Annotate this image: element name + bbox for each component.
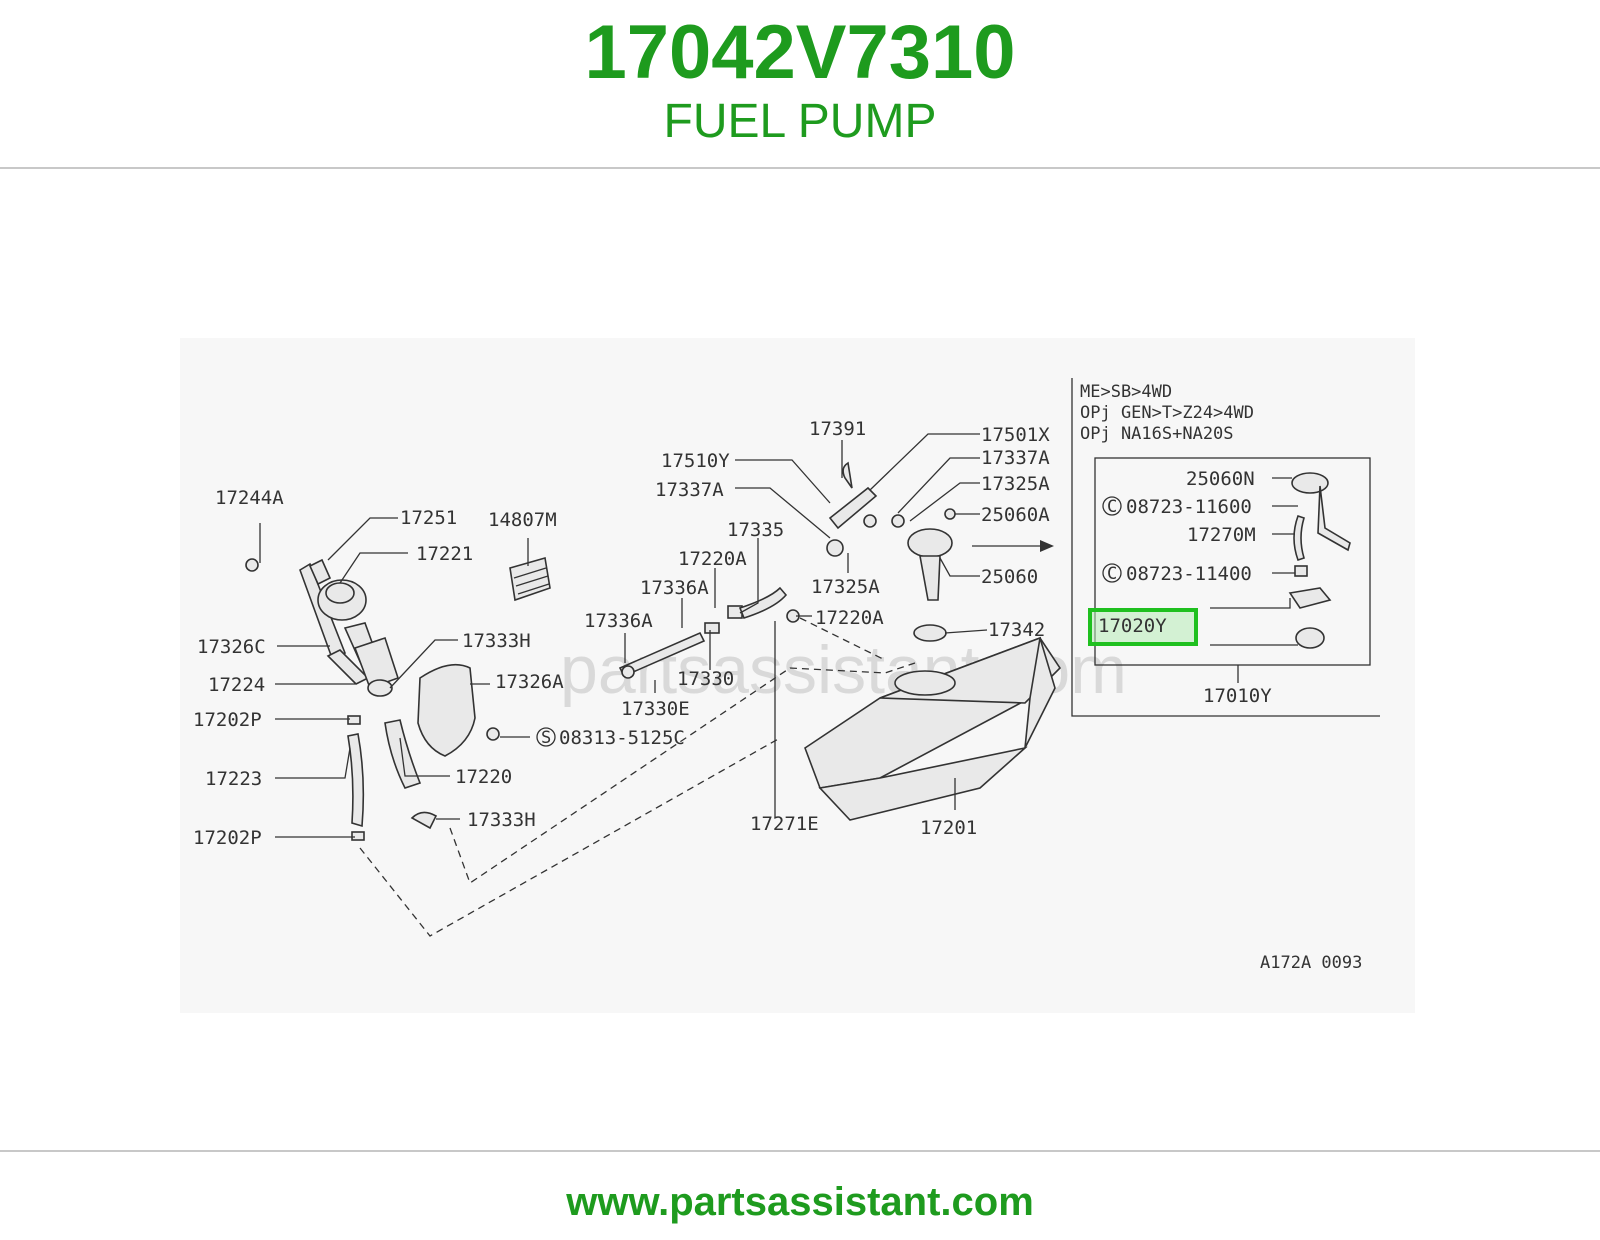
callout-17337A-b[interactable]: 17337A xyxy=(981,447,1050,469)
callout-17220[interactable]: 17220 xyxy=(455,766,512,788)
callout-17326A[interactable]: 17326A xyxy=(495,671,564,693)
callout-17335[interactable]: 17335 xyxy=(727,519,784,541)
reference-code: A172A 0093 xyxy=(1260,953,1362,973)
callout-17244A[interactable]: 17244A xyxy=(215,487,284,509)
footer-divider xyxy=(0,1150,1600,1152)
inset-parts xyxy=(1288,472,1351,649)
footer-url[interactable]: www.partsassistant.com xyxy=(566,1180,1034,1224)
highlight-box-17020Y[interactable] xyxy=(1088,608,1198,646)
parts-diagram: partsassistant.com xyxy=(180,338,1415,1013)
fuel-tank xyxy=(804,636,1062,821)
callout-17336A-b[interactable]: 17336A xyxy=(640,577,709,599)
filler-pipe-assembly xyxy=(245,558,422,841)
inset-note-3: OPj NA16S+NA20S xyxy=(1080,424,1234,444)
symbol-c-11400-label: C xyxy=(1107,564,1117,584)
routing-line-1 xyxy=(449,662,916,885)
callout-17330[interactable]: 17330 xyxy=(677,668,734,690)
part-number-title: 17042V7310 xyxy=(584,10,1016,95)
leader-lines xyxy=(259,433,1298,838)
inset-note-2: OPj GEN>T>Z24>4WD xyxy=(1080,403,1254,423)
callout-17202P-a[interactable]: 17202P xyxy=(193,709,262,731)
symbol-s-08313 xyxy=(536,727,556,747)
inset-note-1: ME>SB>4WD xyxy=(1080,382,1172,402)
symbol-s-label: S xyxy=(541,728,551,748)
symbol-c-11600-label: C xyxy=(1107,497,1117,517)
part-name-subtitle: FUEL PUMP xyxy=(663,95,937,148)
callout-17337A-a[interactable]: 17337A xyxy=(655,479,724,501)
callout-17342[interactable]: 17342 xyxy=(988,619,1045,641)
callout-17336A-a[interactable]: 17336A xyxy=(584,610,653,632)
callout-17333H-a[interactable]: 17333H xyxy=(462,630,531,652)
inset-arrow xyxy=(1040,540,1054,552)
routing-line-2 xyxy=(359,737,781,937)
callout-08723-11400[interactable]: 08723-11400 xyxy=(1126,563,1252,585)
bolt-08313 xyxy=(486,727,500,741)
callout-17510Y[interactable]: 17510Y xyxy=(661,450,730,472)
callout-17271E[interactable]: 17271E xyxy=(750,813,819,835)
symbol-c-11600 xyxy=(1102,496,1122,516)
heat-shield xyxy=(417,663,476,757)
callout-17251[interactable]: 17251 xyxy=(400,507,457,529)
callout-17326C[interactable]: 17326C xyxy=(197,636,266,658)
inset-frame xyxy=(1071,378,1380,717)
header-divider xyxy=(0,167,1600,169)
callout-25060A[interactable]: 25060A xyxy=(981,504,1050,526)
callout-25060[interactable]: 25060 xyxy=(981,566,1038,588)
callout-17270M[interactable]: 17270M xyxy=(1187,524,1256,546)
vent-parts xyxy=(826,461,956,642)
label-plate-14807M xyxy=(509,556,551,602)
callout-14807M[interactable]: 14807M xyxy=(488,509,557,531)
callout-17330E[interactable]: 17330E xyxy=(621,698,690,720)
callout-17325A-a[interactable]: 17325A xyxy=(981,473,1050,495)
callout-17325A-b[interactable]: 17325A xyxy=(811,576,880,598)
callout-08313-5125C[interactable]: 08313-5125C xyxy=(559,727,685,749)
callout-17201[interactable]: 17201 xyxy=(920,817,977,839)
callout-17010Y[interactable]: 17010Y xyxy=(1203,685,1272,707)
clamp-17333H xyxy=(410,811,438,830)
callout-17333H-b[interactable]: 17333H xyxy=(467,809,536,831)
callout-17501X[interactable]: 17501X xyxy=(981,424,1050,446)
callout-17221[interactable]: 17221 xyxy=(416,543,473,565)
callout-17224[interactable]: 17224 xyxy=(208,674,265,696)
inset-kit-box xyxy=(1094,457,1371,666)
callout-17220A-a[interactable]: 17220A xyxy=(678,548,747,570)
callout-17020Y[interactable]: 17020Y xyxy=(1098,615,1167,637)
callout-08723-11600[interactable]: 08723-11600 xyxy=(1126,496,1252,518)
callout-17391[interactable]: 17391 xyxy=(809,418,866,440)
callout-17223[interactable]: 17223 xyxy=(205,768,262,790)
callout-17202P-b[interactable]: 17202P xyxy=(193,827,262,849)
callout-25060N[interactable]: 25060N xyxy=(1186,468,1255,490)
symbol-c-11400 xyxy=(1102,563,1122,583)
callout-17220A-b[interactable]: 17220A xyxy=(815,607,884,629)
